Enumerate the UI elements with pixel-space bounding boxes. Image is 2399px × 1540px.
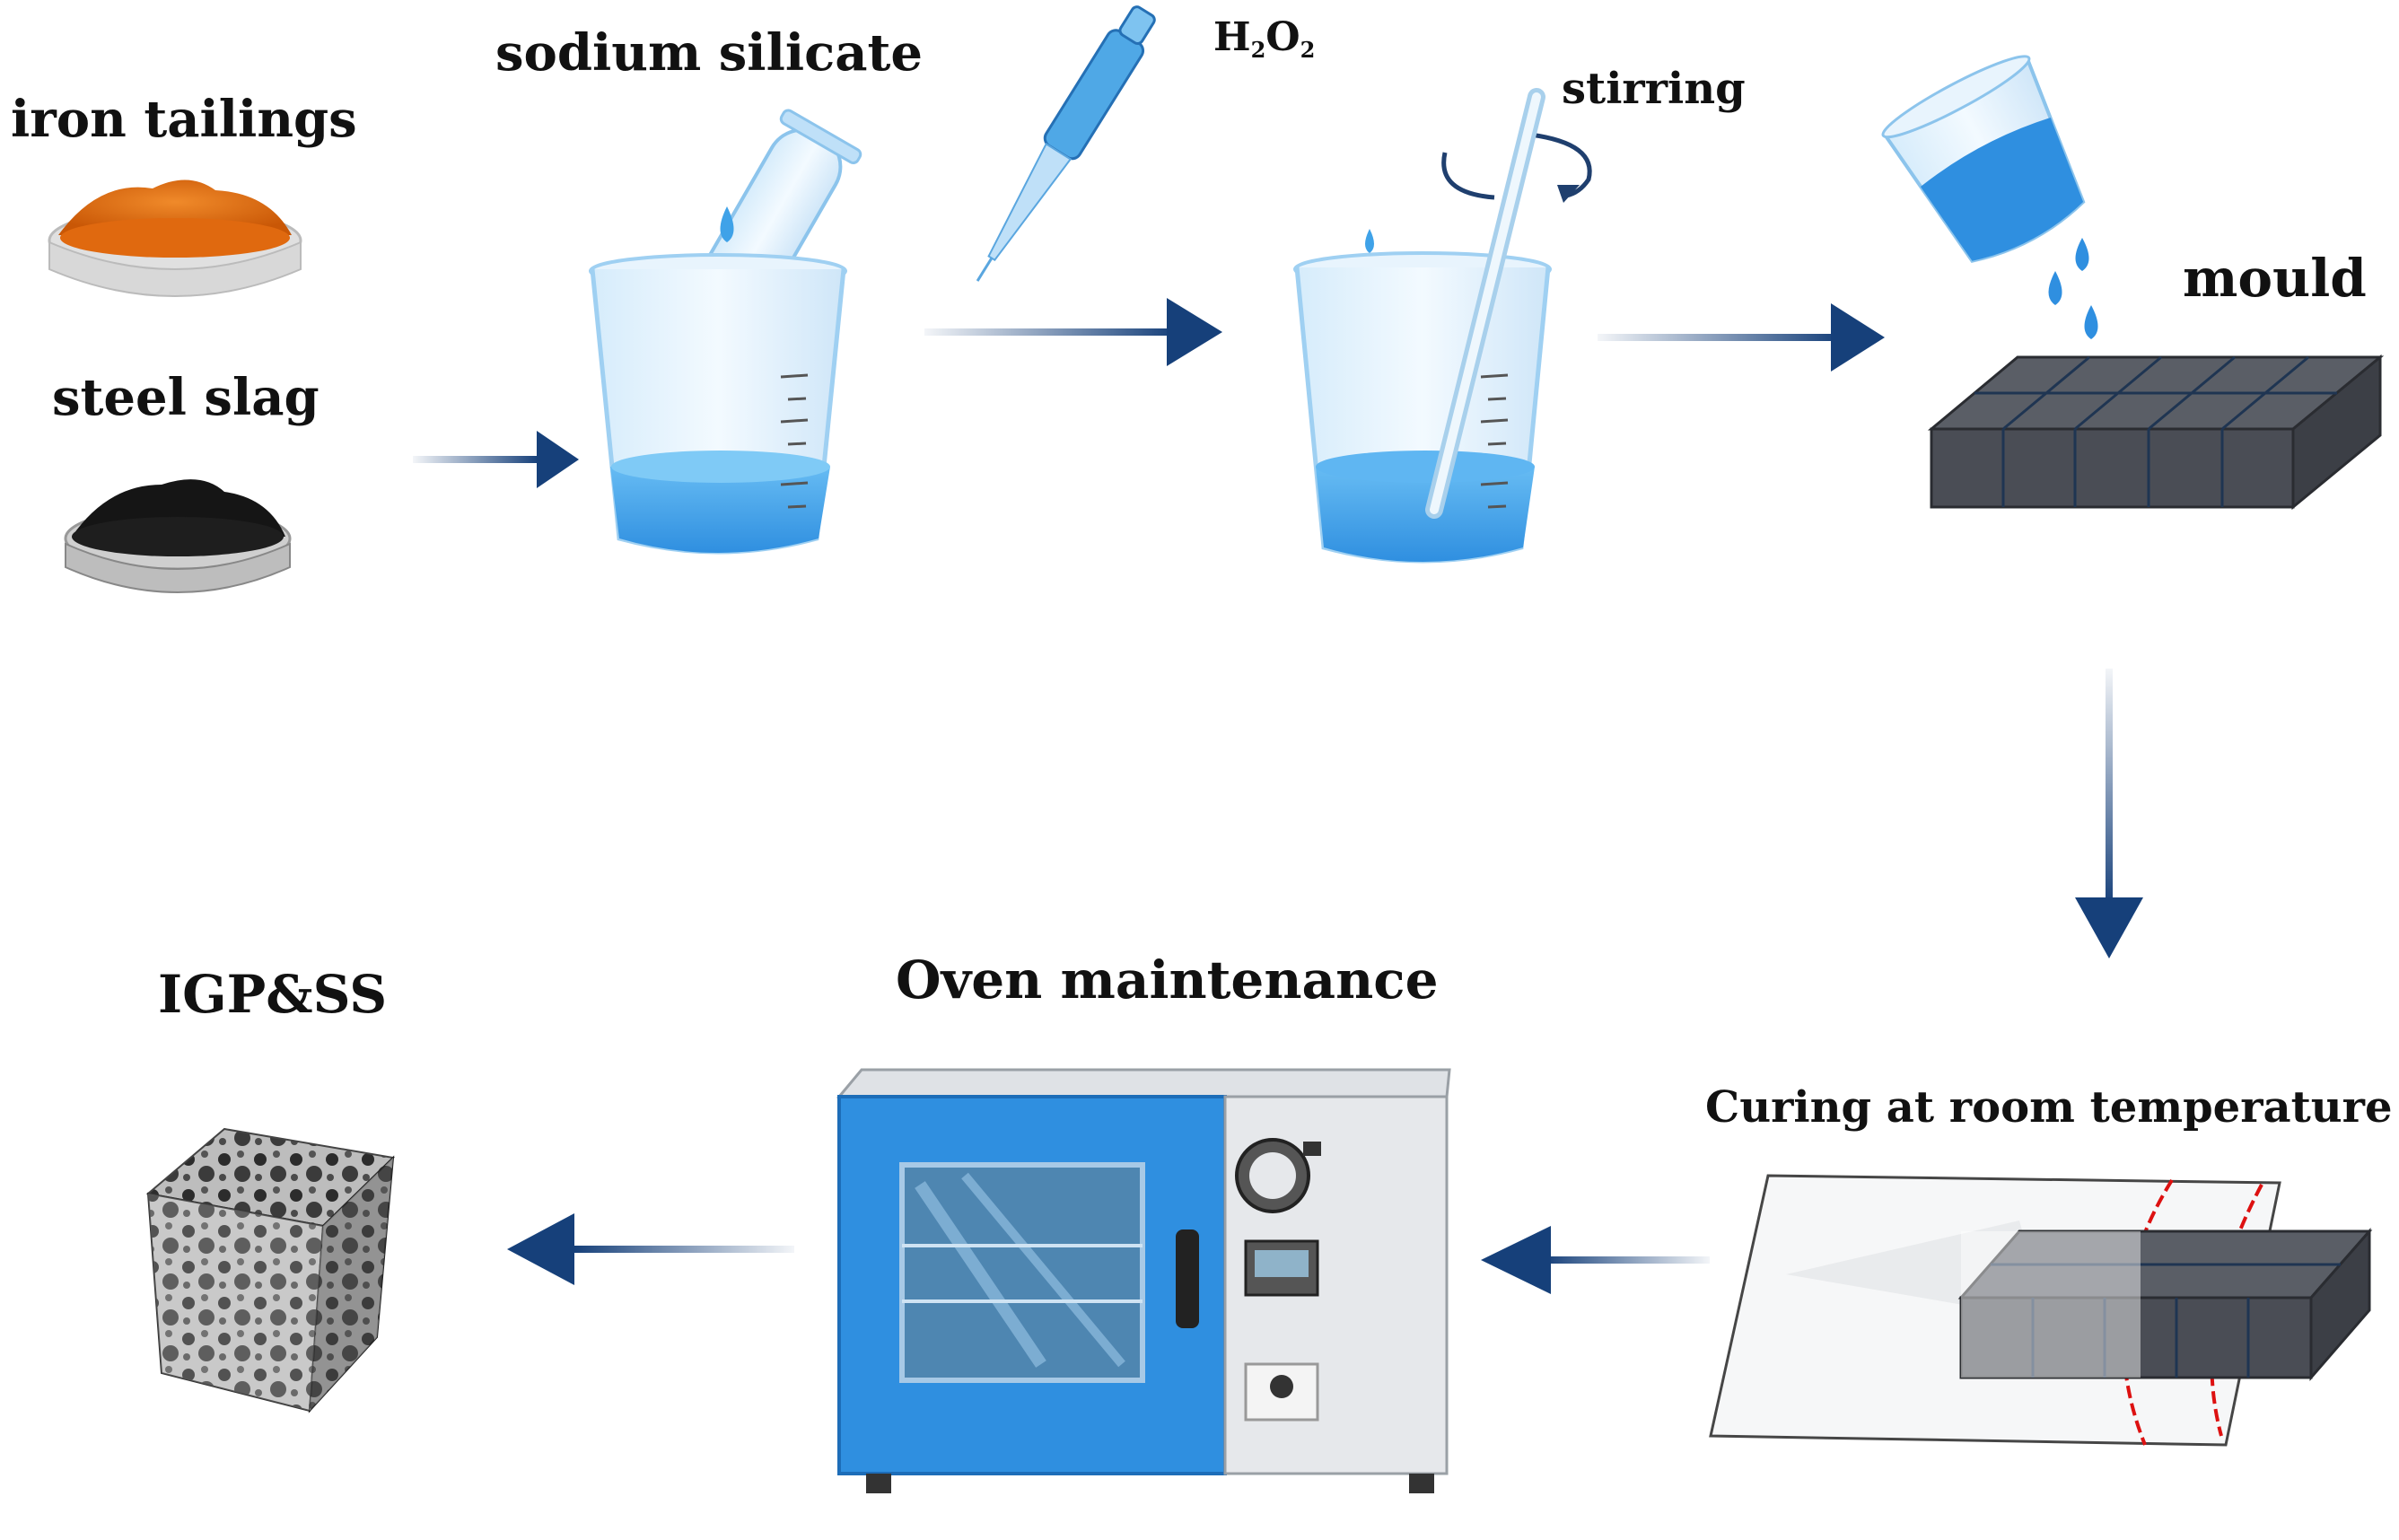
iron-tailings-label: iron tailings [11, 90, 357, 149]
drop-icon [2048, 271, 2062, 305]
drop-icon [2084, 305, 2098, 339]
sodium-silicate-label: sodium silicate [495, 23, 923, 83]
stirring-label: stirring [1562, 64, 1746, 114]
flow-arrow-icon [413, 431, 579, 488]
porous-cube-icon [145, 1127, 396, 1413]
h2o2-label: H2O2 [1213, 14, 1315, 63]
oven-label: Oven maintenance [896, 949, 1438, 1011]
mould-grid-icon [1957, 1228, 2373, 1382]
steel-slag-label: steel slag [52, 368, 320, 427]
product-label: IGP&SS [158, 964, 387, 1025]
beaker-icon [1293, 251, 1552, 564]
iron-tailings-dish-icon [48, 179, 302, 297]
flow-arrow-icon [507, 1213, 794, 1285]
pouring-beaker-icon [1881, 55, 2086, 263]
beaker-icon [589, 253, 847, 555]
oven-icon [836, 1068, 1451, 1493]
flow-arrow-icon [924, 298, 1222, 366]
curing-label: Curing at room temperature [1705, 1082, 2393, 1133]
steel-slag-dish-icon [64, 479, 292, 593]
flow-arrow-icon [1598, 303, 1885, 372]
drop-icon [720, 206, 734, 242]
flow-arrow-icon [2075, 669, 2143, 958]
flow-arrow-icon [1481, 1226, 1710, 1294]
pipette-icon [976, 5, 1156, 282]
rotation-arrow-icon [1441, 132, 1592, 203]
mould-label: mould [2183, 248, 2367, 309]
drop-icon [2075, 238, 2089, 271]
mould-grid-icon [1927, 354, 2385, 511]
drop-icon [1365, 229, 1374, 253]
stir-rod-icon [1425, 88, 1545, 519]
